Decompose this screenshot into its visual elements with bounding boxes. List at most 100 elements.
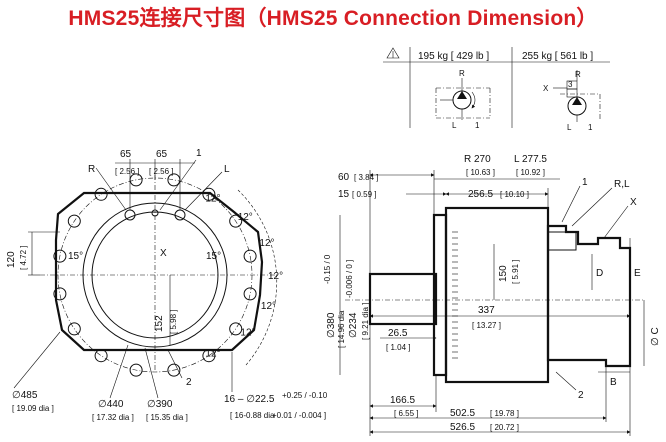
dim-152: 152 [154,315,165,332]
dim-655: [ 6.55 ] [394,409,418,418]
holes-spec: 16 – ∅22.5 [224,394,275,405]
mounting-hole [129,363,143,377]
label-2: 2 [186,377,192,388]
angle-12-labels: 12° 12° 12° 12° 12° 12° 12° [205,193,283,359]
holes-inch: [ 16-0.88 dia [230,411,275,420]
port-R-hole [124,209,136,221]
dim-L2775: L 277.5 [514,154,547,165]
dim-2565: 256.5 [468,189,493,200]
motor-symbol-1: R L 1 [435,69,491,130]
dim-E: E [634,268,641,279]
angle-12: 12° [261,301,276,312]
port-R-1: R [459,69,465,78]
port-1-1: 1 [475,121,480,130]
dim-256-left: [ 2.56 ] [115,167,139,176]
dim-440: ∅440 [98,399,124,410]
dim-380: ∅380 [326,312,337,338]
angle-12: 12° [205,349,220,360]
mounting-hole [229,214,243,228]
dim-104: [ 1.04 ] [386,343,410,352]
rear-housing [546,224,632,368]
dim-380-tol: -0.15 / 0 [323,254,332,284]
label-RL: R,L [614,179,630,190]
side-label-X: X [630,197,637,208]
side-label-2: 2 [578,390,584,401]
dim-1496: [ 14.96 dia [337,310,346,348]
dim-65-left: 65 [120,149,132,160]
front-view: 65 65 [ 2.56 ] [ 2.56 ] R 1 L 120 [ 4.72… [6,148,328,422]
dim-1978: [ 19.78 ] [490,409,519,418]
valve-block [547,231,577,251]
angle-12: 12° [238,212,253,223]
port-L-hole [174,209,186,221]
angle-12: 12° [240,328,255,339]
dim-65-right: 65 [156,149,168,160]
weight-255: 255 kg [ 561 lb ] [522,51,593,62]
dim-120: 120 [6,251,17,268]
dim-1909: [ 19.09 dia ] [12,404,54,413]
weight-table: 195 kg [ 429 lb ] 255 kg [ 561 lb ] R L … [383,47,610,132]
mounting-hole [94,187,108,201]
dim-5025: 502.5 [450,408,475,419]
dim-R270: R 270 [464,154,491,165]
mounting-hole [67,322,81,336]
housing-outline [54,191,264,352]
dim-1010: [ 10.10 ] [500,190,529,199]
port-L-2: L [567,123,572,132]
port-X-2: X [543,84,549,93]
mounting-hole [243,287,257,301]
hatch-pattern [452,231,458,359]
dim-390: ∅390 [147,399,173,410]
dim-1535: [ 15.35 dia ] [146,413,188,422]
label-X: X [160,248,167,259]
holes-inch-tol: +0.01 / -0.004 ] [272,411,326,420]
dim-485: ∅485 [12,390,38,401]
mounting-hole [202,349,216,363]
mounting-hole [167,363,181,377]
dim-1063: [ 10.63 ] [466,168,495,177]
port-1-2: 1 [588,123,593,132]
valve-3: 3 [568,80,573,89]
label-1: 1 [196,148,202,159]
angle-15-left: 15° [68,251,83,262]
port-L-1: L [452,121,457,130]
dim-15: 15 [338,189,350,200]
dim-C: ∅ C [650,327,661,346]
mounting-hole [53,249,67,263]
dim-1327: [ 13.27 ] [472,321,501,330]
angle-12: 12° [259,238,274,249]
holes-tol: +0.25 / -0.10 [282,391,328,400]
mounting-hole [202,187,216,201]
mounting-hole [94,349,108,363]
dim-598: [ 5.98 ] [169,310,178,334]
mounting-hole [53,287,67,301]
dim-2072: [ 20.72 ] [490,423,519,432]
dim-5265: 526.5 [450,422,475,433]
dim-591: [ 5.91 ] [511,260,520,284]
dim-B: B [610,377,617,388]
dim-1732: [ 17.32 dia ] [92,413,134,422]
dim-1496-tol: -0.006 / 0 ] [345,260,354,298]
dim-472: [ 4.72 ] [19,246,28,270]
dim-059: [ 0.59 ] [352,190,376,199]
dim-234: ∅234 [348,312,359,338]
shaft [368,272,438,326]
side-label-1: 1 [582,177,588,188]
dim-337: 337 [478,305,495,316]
port-R-2: R [575,70,581,79]
label-R: R [88,164,95,175]
motor-body [444,206,550,384]
page-title: HMS25连接尺寸图（HMS25 Connection Dimension） [68,7,598,30]
dim-384: [ 3.84 ] [354,173,378,182]
mounting-hole [243,249,257,263]
mounting-hole [229,322,243,336]
weight-195: 195 kg [ 429 lb ] [418,51,489,62]
dim-265: 26.5 [388,328,408,339]
label-L: L [224,164,230,175]
dim-921: [ 9.21 dia ] [361,303,370,340]
angle-12: 12° [205,193,220,204]
dim-1092: [ 10.92 ] [516,168,545,177]
dim-256-right: [ 2.56 ] [149,167,173,176]
angle-12: 12° [268,271,283,282]
